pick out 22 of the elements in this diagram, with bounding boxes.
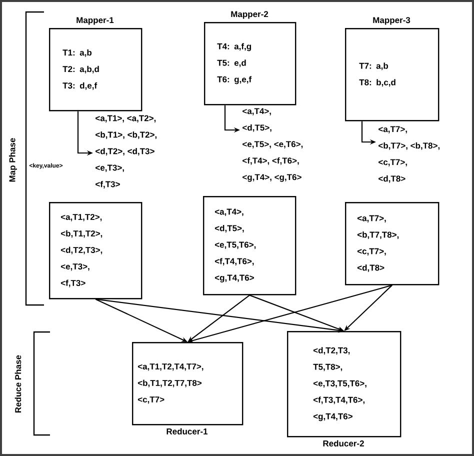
reducer-box: <a,T1,T2,T4,T7>, <b,T1,T2,T7,T8> <c,T7> xyxy=(132,342,244,426)
box-heading: Mapper-3 xyxy=(373,17,410,25)
phase-label: Reduce Phase xyxy=(14,355,22,412)
box-heading: Mapper-1 xyxy=(76,17,114,25)
key-value-pairs: <a,T4>, <d,T5>, <e,T5>, <e,T6>, <f,T4>, <f,T6>, <g,T4>, <g,T6> xyxy=(242,108,303,182)
phase-label: Map Phase xyxy=(9,138,17,182)
node-label: <g,T4,T6> xyxy=(313,413,352,422)
key-value-pairs: <a,T1>, <a,T2>, <b,T1>, <b,T2>, <d,T2>, <d,T3> <e,T3>, <f,T3> xyxy=(96,115,157,188)
key-value-pairs: <a,T7>, <b,T7>, <b,T8>, <c,T7>, <d,T8> xyxy=(378,126,440,183)
node-label: <e,T3,T5,T6>, xyxy=(313,380,366,388)
box-caption: Reducer-2 xyxy=(323,440,364,446)
node-label: <f,T3,T4,T6>, xyxy=(313,396,364,404)
grouped-pairs-box: <a,T7>, <b,T7,T8>, <c,T7>, <d,T8> xyxy=(345,202,440,286)
grouped-pairs-box: <a,T1,T2>, <b,T1,T2>, <d,T2,T3>, <e,T3>, <f,T3> xyxy=(49,202,142,300)
mapper-box: T7: a,b T8: b,c,d xyxy=(345,28,440,122)
reducer-box: <d,T2,T3, T5,T8>, <e,T3,T5,T6>, <f,T3,T4,T6>, <g,T4,T6> xyxy=(287,331,402,438)
mapper-box: T4: a,f,g T5: e,d T6: g,e,f xyxy=(204,22,296,106)
box-caption: Reducer-1 xyxy=(166,428,208,434)
box-heading: Mapper-2 xyxy=(231,11,268,19)
grouped-pairs-box: <a,T4>, <d,T5>, <e,T5,T6>, <f,T4,T6>, <g,T4,T6> xyxy=(203,196,296,296)
mapper-box: T1: a,b T2: a,b,d T3: d,e,f xyxy=(49,28,142,112)
node-label: <d,T2,T3, T5,T8>, xyxy=(313,347,350,372)
